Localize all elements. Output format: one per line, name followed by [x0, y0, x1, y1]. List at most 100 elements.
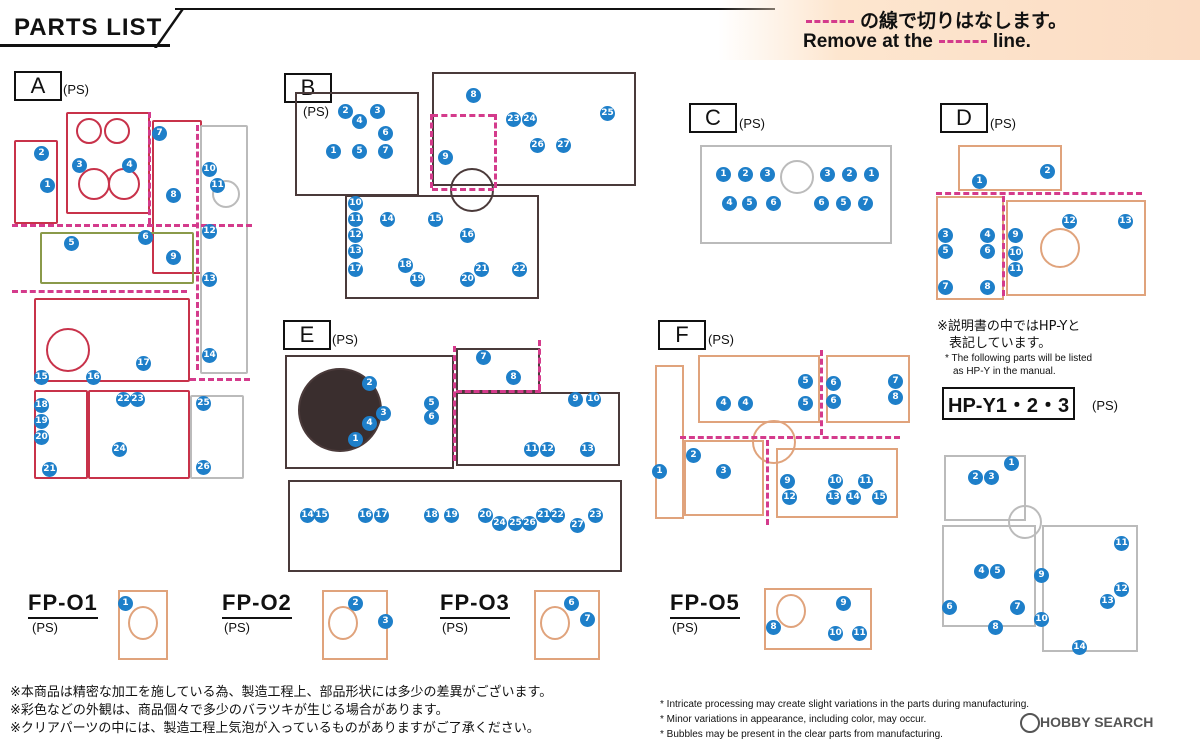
part-number-bubble: 20 [478, 508, 493, 523]
cut-line [148, 112, 151, 224]
part-number-bubble: 1 [118, 596, 133, 611]
part-number-bubble: 3 [376, 406, 391, 421]
part-number-bubble: 13 [1100, 594, 1115, 609]
cut-line [820, 350, 823, 435]
cut-line [936, 192, 1142, 195]
runner-a-sub [40, 232, 194, 284]
fp-suffix: (PS) [224, 620, 250, 635]
part-number-bubble: 1 [972, 174, 987, 189]
part-number-bubble: 5 [742, 196, 757, 211]
runner-a-sub [200, 125, 248, 374]
part-shape [46, 328, 90, 372]
part-number-bubble: 25 [600, 106, 615, 121]
part-number-bubble: 12 [1062, 214, 1077, 229]
cut-line [538, 340, 541, 390]
part-number-bubble: 11 [210, 178, 225, 193]
part-shape [1040, 228, 1080, 268]
part-number-bubble: 22 [550, 508, 565, 523]
part-number-bubble: 16 [358, 508, 373, 523]
part-number-bubble: 8 [988, 620, 1003, 635]
runner-suffix-f: (PS) [708, 332, 734, 347]
remove-notice-en-before: Remove at the [803, 31, 933, 52]
part-number-bubble: 11 [1008, 262, 1023, 277]
watermark: HOBBY SEARCH [1040, 714, 1154, 730]
part-shape [76, 118, 102, 144]
part-number-bubble: 23 [588, 508, 603, 523]
part-number-bubble: 24 [522, 112, 537, 127]
part-number-bubble: 14 [380, 212, 395, 227]
part-number-bubble: 10 [828, 474, 843, 489]
part-number-bubble: 11 [1114, 536, 1129, 551]
part-number-bubble: 6 [564, 596, 579, 611]
part-number-bubble: 5 [938, 244, 953, 259]
part-number-bubble: 14 [202, 348, 217, 363]
part-number-bubble: 6 [980, 244, 995, 259]
part-number-bubble: 6 [942, 600, 957, 615]
part-number-bubble: 4 [362, 416, 377, 431]
part-number-bubble: 20 [460, 272, 475, 287]
runner-a-sub [34, 298, 190, 382]
note-jp-line: ※彩色などの外観は、商品個々で多少のバラツキが生じる場合があります。 [10, 703, 449, 718]
part-number-bubble: 3 [72, 158, 87, 173]
part-number-bubble: 3 [716, 464, 731, 479]
part-number-bubble: 3 [984, 470, 999, 485]
runner-b-sub [432, 72, 636, 186]
cut-line-sample [806, 20, 854, 23]
runner-d-sub [1006, 200, 1146, 296]
runner-suffix-e: (PS) [332, 332, 358, 347]
part-number-bubble: 26 [522, 516, 537, 531]
part-number-bubble: 9 [836, 596, 851, 611]
runner-c-frame [700, 145, 892, 244]
part-shape [780, 160, 814, 194]
part-number-bubble: 19 [410, 272, 425, 287]
cut-line [1002, 196, 1005, 296]
part-number-bubble: 9 [568, 392, 583, 407]
note-en-line: * Intricate processing may create slight… [660, 699, 1030, 710]
part-number-bubble: 14 [846, 490, 861, 505]
part-number-bubble: 8 [506, 370, 521, 385]
part-number-bubble: 10 [1008, 246, 1023, 261]
part-number-bubble: 21 [42, 462, 57, 477]
cut-line [494, 114, 497, 188]
notes-jp: ※本商品は精密な加工を施している為、製造工程上、部品形状には多少の差異がございま… [10, 684, 552, 738]
part-number-bubble: 8 [466, 88, 481, 103]
part-number-bubble: 6 [424, 410, 439, 425]
cut-line [432, 114, 494, 117]
part-number-bubble: 7 [152, 126, 167, 141]
part-number-bubble: 16 [460, 228, 475, 243]
hp-note-en-line: * The following parts will be listed [945, 353, 1093, 364]
note-en-line: * Bubbles may be present in the clear pa… [660, 729, 943, 740]
page-title: PARTS LIST [14, 14, 163, 41]
part-shape [78, 168, 110, 200]
note-jp-line: ※クリアパーツの中には、製造工程上気泡が入っているものがありますがご了承ください… [10, 721, 540, 736]
part-number-bubble: 23 [130, 392, 145, 407]
runner-e-sub [456, 348, 540, 392]
watermark-logo-icon [1020, 713, 1040, 733]
runner-f-sub [655, 365, 684, 519]
remove-notice-background [718, 0, 1200, 60]
fp-label: FP-O2 [222, 590, 292, 619]
hp-note-en-line: as HP-Y in the manual. [953, 366, 1056, 377]
runner-f-sub [826, 355, 910, 423]
part-number-bubble: 22 [512, 262, 527, 277]
runner-label-d: D [940, 103, 988, 133]
part-number-bubble: 2 [842, 167, 857, 182]
face-part-shape [540, 606, 570, 640]
part-shape [104, 118, 130, 144]
runner-label-a: A [14, 71, 62, 101]
runner-a-sub [88, 390, 190, 479]
part-number-bubble: 24 [492, 516, 507, 531]
cut-line [766, 440, 769, 525]
part-number-bubble: 16 [86, 370, 101, 385]
part-number-bubble: 3 [820, 167, 835, 182]
part-number-bubble: 27 [570, 518, 585, 533]
remove-notice-jp: の線で切りはなします。 [800, 6, 1067, 33]
part-number-bubble: 2 [968, 470, 983, 485]
hp-y-title-text: HP-Y1・2・3 [948, 395, 1070, 417]
part-number-bubble: 7 [1010, 600, 1025, 615]
fp-label: FP-O5 [670, 590, 740, 619]
part-shape [212, 180, 240, 208]
fp-runner [764, 588, 872, 650]
part-number-bubble: 1 [1004, 456, 1019, 471]
runner-f-sub [776, 448, 898, 518]
